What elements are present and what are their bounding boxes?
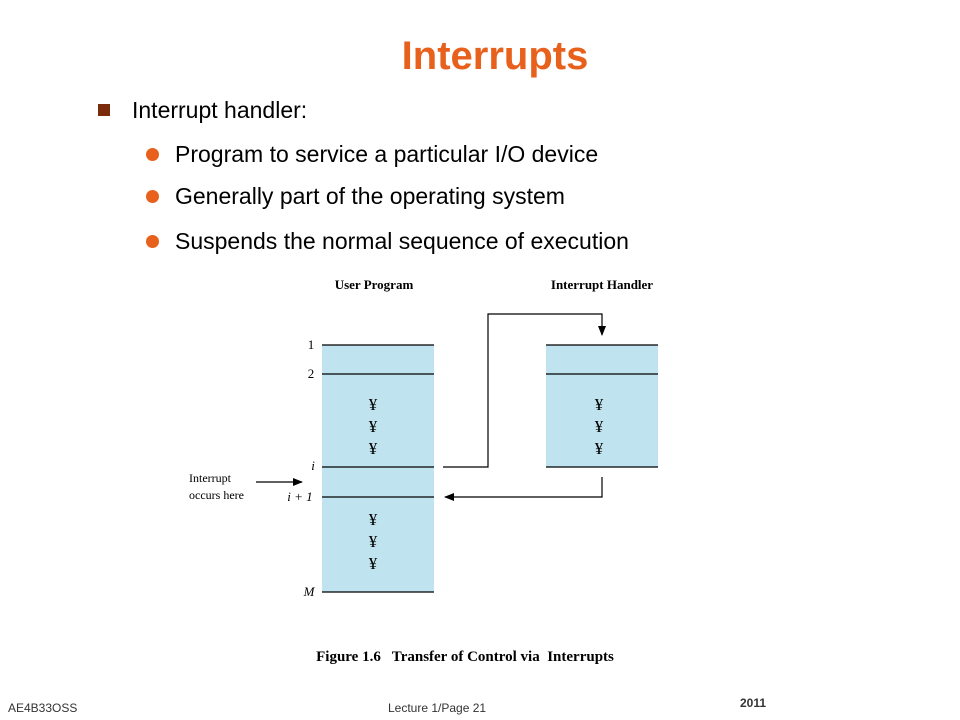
- footer-year: 2011: [740, 696, 767, 710]
- return-to-program-arrow: [444, 477, 603, 501]
- label-m: M: [303, 584, 316, 599]
- bullet-interrupt-handler: Interrupt handler:: [132, 97, 308, 123]
- round-bullet-icon: [146, 190, 159, 203]
- continuation-dot: ¥: [369, 554, 378, 573]
- continuation-dot: ¥: [369, 417, 378, 436]
- continuation-dot: ¥: [369, 439, 378, 458]
- continuation-dot: ¥: [369, 395, 378, 414]
- interrupt-handler-dividers: [546, 344, 658, 468]
- label-2: 2: [308, 366, 315, 381]
- interrupt-handler-dots: ¥ ¥ ¥: [595, 395, 604, 458]
- continuation-dot: ¥: [369, 532, 378, 551]
- interrupt-note-line2: occurs here: [189, 488, 244, 502]
- label-i-plus-1: i + 1: [287, 489, 312, 504]
- subbullet-2: Generally part of the operating system: [175, 183, 565, 209]
- continuation-dot: ¥: [595, 439, 604, 458]
- round-bullet-icon: [146, 235, 159, 248]
- user-program-label: User Program: [335, 277, 414, 292]
- continuation-dot: ¥: [595, 395, 604, 414]
- interrupt-handler-label: Interrupt Handler: [551, 277, 653, 292]
- user-program-box: [322, 345, 434, 592]
- label-i: i: [311, 458, 315, 473]
- interrupt-handler-box: [546, 345, 658, 467]
- interrupt-note-line1: Interrupt: [189, 471, 232, 485]
- user-program-dividers: [322, 344, 434, 593]
- round-bullet-icon: [146, 148, 159, 161]
- subbullet-3: Suspends the normal sequence of executio…: [175, 228, 629, 254]
- continuation-dot: ¥: [369, 510, 378, 529]
- continuation-dot: ¥: [595, 417, 604, 436]
- slide-title: Interrupts: [401, 34, 589, 78]
- label-1: 1: [308, 337, 315, 352]
- footer-course: AE4B33OSS: [8, 701, 78, 715]
- square-bullet-icon: [98, 104, 110, 116]
- footer-page: Lecture 1/Page 21: [388, 701, 487, 715]
- transfer-to-handler-arrow: [443, 313, 606, 468]
- user-program-dots: ¥ ¥ ¥ ¥ ¥ ¥: [369, 395, 378, 573]
- figure-caption: Figure 1.6 Transfer of Control via Inter…: [316, 649, 614, 665]
- subbullet-1: Program to service a particular I/O devi…: [175, 141, 599, 167]
